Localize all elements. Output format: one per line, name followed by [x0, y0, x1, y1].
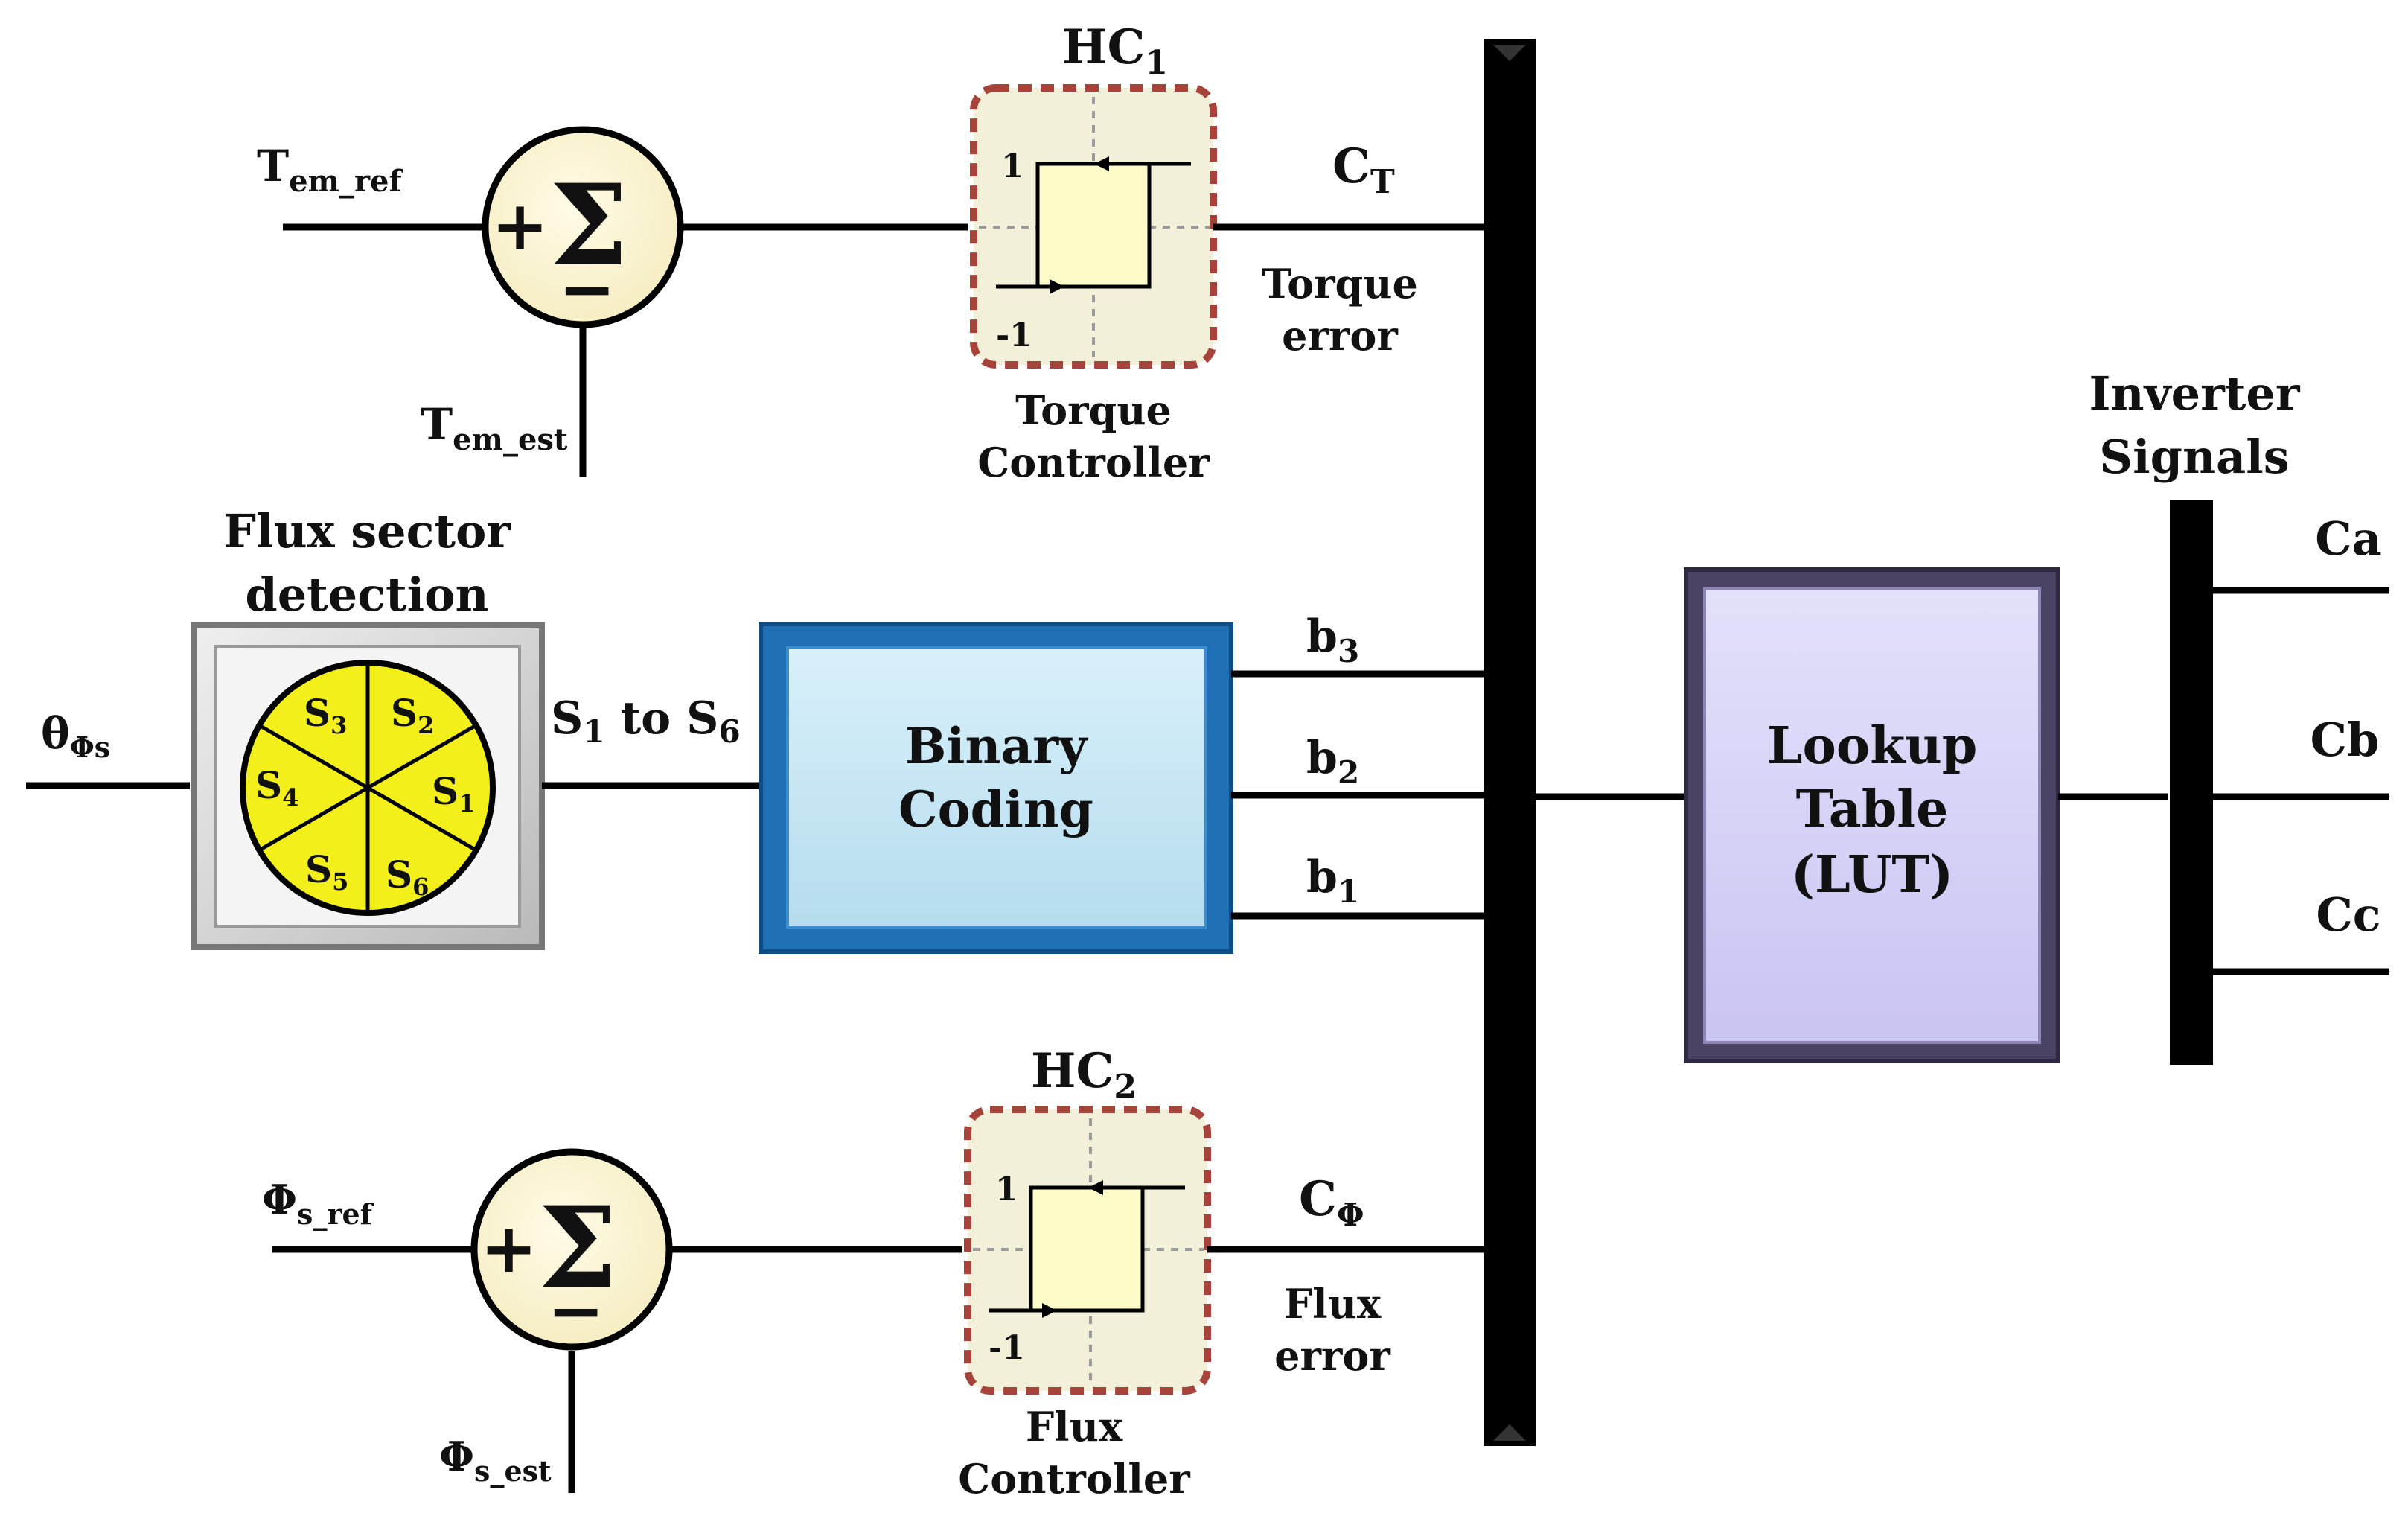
inverter-title-2: Signals — [2099, 430, 2289, 484]
vertical-bus — [1484, 39, 1536, 1446]
binary-output-label: b1 — [1306, 851, 1359, 910]
flux-summer-plus: + — [480, 1208, 537, 1288]
hc2-low-label: -1 — [989, 1329, 1025, 1367]
hc1-high-label: 1 — [1001, 147, 1024, 185]
hc1-title: HC1 — [1062, 19, 1168, 82]
torque-summer-plus: + — [491, 185, 549, 266]
inverter-title-1: Inverter — [2089, 366, 2301, 421]
torque-output-caption-1: Torque — [1262, 260, 1418, 308]
sector-output-label: S1 to S6 — [551, 692, 741, 750]
lut-label-2: Table — [1796, 780, 1949, 839]
flux-output-caption-1: Flux — [1284, 1280, 1382, 1328]
binary-output-labels: b3 b2 b1 — [1306, 611, 1359, 910]
binary-output-label: b3 — [1306, 611, 1359, 669]
torque-branch: Tem_ref + Σ − Tem_est HC1 1 -1 Torque Co… — [257, 19, 1484, 486]
signal-bus — [1484, 39, 1684, 1446]
inverter-bus — [2170, 500, 2213, 1065]
torque-output-caption-2: error — [1282, 312, 1398, 360]
torque-ref-label: Tem_ref — [257, 141, 403, 199]
inverter-output-label: Cb — [2310, 713, 2380, 767]
sector-label: S3 — [304, 691, 347, 739]
hc2-high-label: 1 — [995, 1171, 1018, 1208]
sector-label: S5 — [305, 847, 348, 896]
flux-output-label: CΦ — [1299, 1171, 1364, 1233]
lut-label-3: (LUT) — [1791, 845, 1953, 905]
hc2-caption-1: Flux — [1026, 1403, 1123, 1450]
lut-label-1: Lookup — [1767, 716, 1978, 776]
hc1-low-label: -1 — [996, 316, 1032, 354]
flux-ref-label: Φs_ref — [262, 1176, 374, 1231]
torque-est-label: Tem_est — [421, 399, 568, 457]
flux-summer-sigma: Σ — [538, 1182, 617, 1313]
hc2-title: HC2 — [1031, 1043, 1137, 1106]
hc1-caption-2: Controller — [977, 439, 1210, 486]
inverter-output-label: Cc — [2316, 888, 2380, 942]
hc2-caption-2: Controller — [958, 1455, 1190, 1503]
sector-label: S2 — [391, 691, 434, 739]
flux-branch: Φs_ref + Σ − Φs_est HC2 1 -1 Flux Contro… — [262, 1043, 1484, 1503]
hc1-hysteresis-loop — [1035, 162, 1152, 289]
binary-coding: Binary Coding b3 b2 b1 — [759, 611, 1484, 954]
lookup-table: Lookup Table (LUT) — [1684, 567, 2060, 1063]
torque-summer-sigma: Σ — [549, 160, 628, 291]
flux-summer-minus: − — [547, 1270, 604, 1351]
sector-title-1: Flux sector — [223, 504, 511, 558]
inverter-output-label: Ca — [2315, 512, 2382, 566]
flux-est-label: Φs_est — [439, 1433, 552, 1488]
hc2-hysteresis-loop — [1029, 1185, 1145, 1313]
sector-label: S1 — [432, 769, 475, 818]
binary-coding-label-1: Binary — [905, 717, 1088, 775]
torque-output-label: CT — [1332, 138, 1395, 201]
sector-label: S4 — [255, 763, 298, 812]
binary-output-label: b2 — [1306, 732, 1359, 791]
sector-title-2: detection — [245, 567, 488, 622]
sector-label: S6 — [386, 853, 429, 901]
binary-coding-label-2: Coding — [898, 780, 1093, 838]
torque-summer-minus: − — [558, 249, 616, 329]
flux-output-caption-2: error — [1274, 1332, 1390, 1380]
sector-input-label: θΦs — [41, 708, 110, 764]
hc1-caption-1: Torque — [1015, 386, 1172, 434]
